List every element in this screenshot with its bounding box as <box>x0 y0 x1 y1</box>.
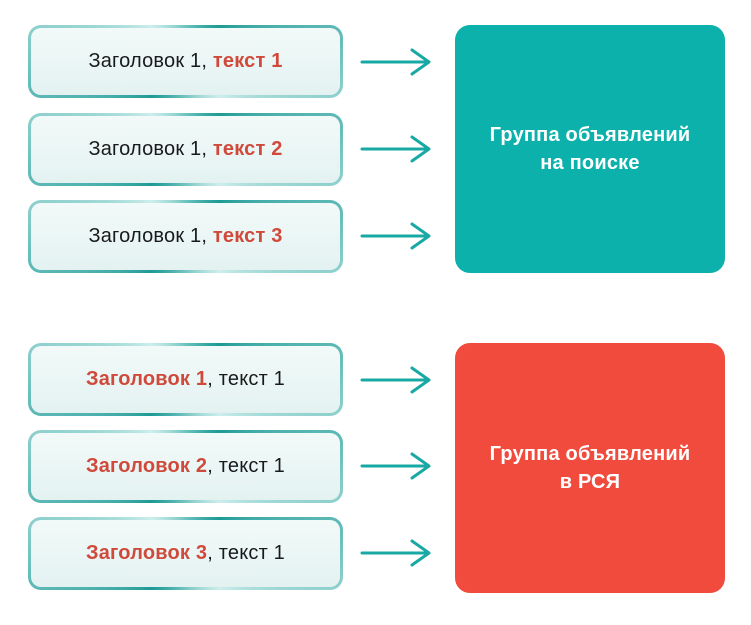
label-line-1: Группа объявлений <box>489 124 691 146</box>
arrow-icon <box>360 222 431 250</box>
headline-box-search-3-inner: Заголовок 1, текст 3 <box>31 203 340 270</box>
ad-group-box-search: Группа объявлений на поиске <box>455 25 725 273</box>
highlighted-text: Заголовок 2 <box>85 455 208 477</box>
ad-group-box-network: Группа объявлений в РСЯ <box>455 343 725 593</box>
ad-group-search-label: Группа объявлений на поиске <box>490 121 691 177</box>
headline-box-network-1: Заголовок 1, текст 1 <box>28 343 343 416</box>
headline-box-search-2-inner: Заголовок 1, текст 2 <box>31 116 340 183</box>
headline-box-search-1: Заголовок 1, текст 1 <box>28 25 343 98</box>
highlighted-text: Заголовок 3 <box>85 542 208 564</box>
arrow-icon <box>360 452 431 480</box>
arrow-icon <box>360 539 431 567</box>
headline-box-search-2: Заголовок 1, текст 2 <box>28 113 343 186</box>
headline-text: , текст 1 <box>207 455 286 477</box>
headline-box-search-3: Заголовок 1, текст 3 <box>28 200 343 273</box>
headline-box-search-1-inner: Заголовок 1, текст 1 <box>31 28 340 95</box>
highlighted-text: текст 3 <box>212 225 283 247</box>
ad-group-network-label: Группа объявлений в РСЯ <box>490 440 691 496</box>
label-line-2: в РСЯ <box>559 471 621 493</box>
highlighted-text: текст 2 <box>212 138 283 160</box>
headline-box-network-1-inner: Заголовок 1, текст 1 <box>31 346 340 413</box>
highlighted-text: текст 1 <box>212 50 283 72</box>
headline-text: Заголовок 1, <box>88 138 213 160</box>
headline-text: Заголовок 1, <box>88 225 213 247</box>
arrow-icon <box>360 48 431 76</box>
headline-box-network-3: Заголовок 3, текст 1 <box>28 517 343 590</box>
headline-box-network-2: Заголовок 2, текст 1 <box>28 430 343 503</box>
highlighted-text: Заголовок 1 <box>85 368 208 390</box>
headline-box-network-3-inner: Заголовок 3, текст 1 <box>31 520 340 587</box>
label-line-1: Группа объявлений <box>489 443 691 465</box>
headline-text: , текст 1 <box>207 542 286 564</box>
headline-box-network-2-inner: Заголовок 2, текст 1 <box>31 433 340 500</box>
arrow-icon <box>360 366 431 394</box>
arrow-icon <box>360 135 431 163</box>
headline-text: Заголовок 1, <box>88 50 213 72</box>
label-line-2: на поиске <box>540 152 640 174</box>
headline-text: , текст 1 <box>207 368 286 390</box>
